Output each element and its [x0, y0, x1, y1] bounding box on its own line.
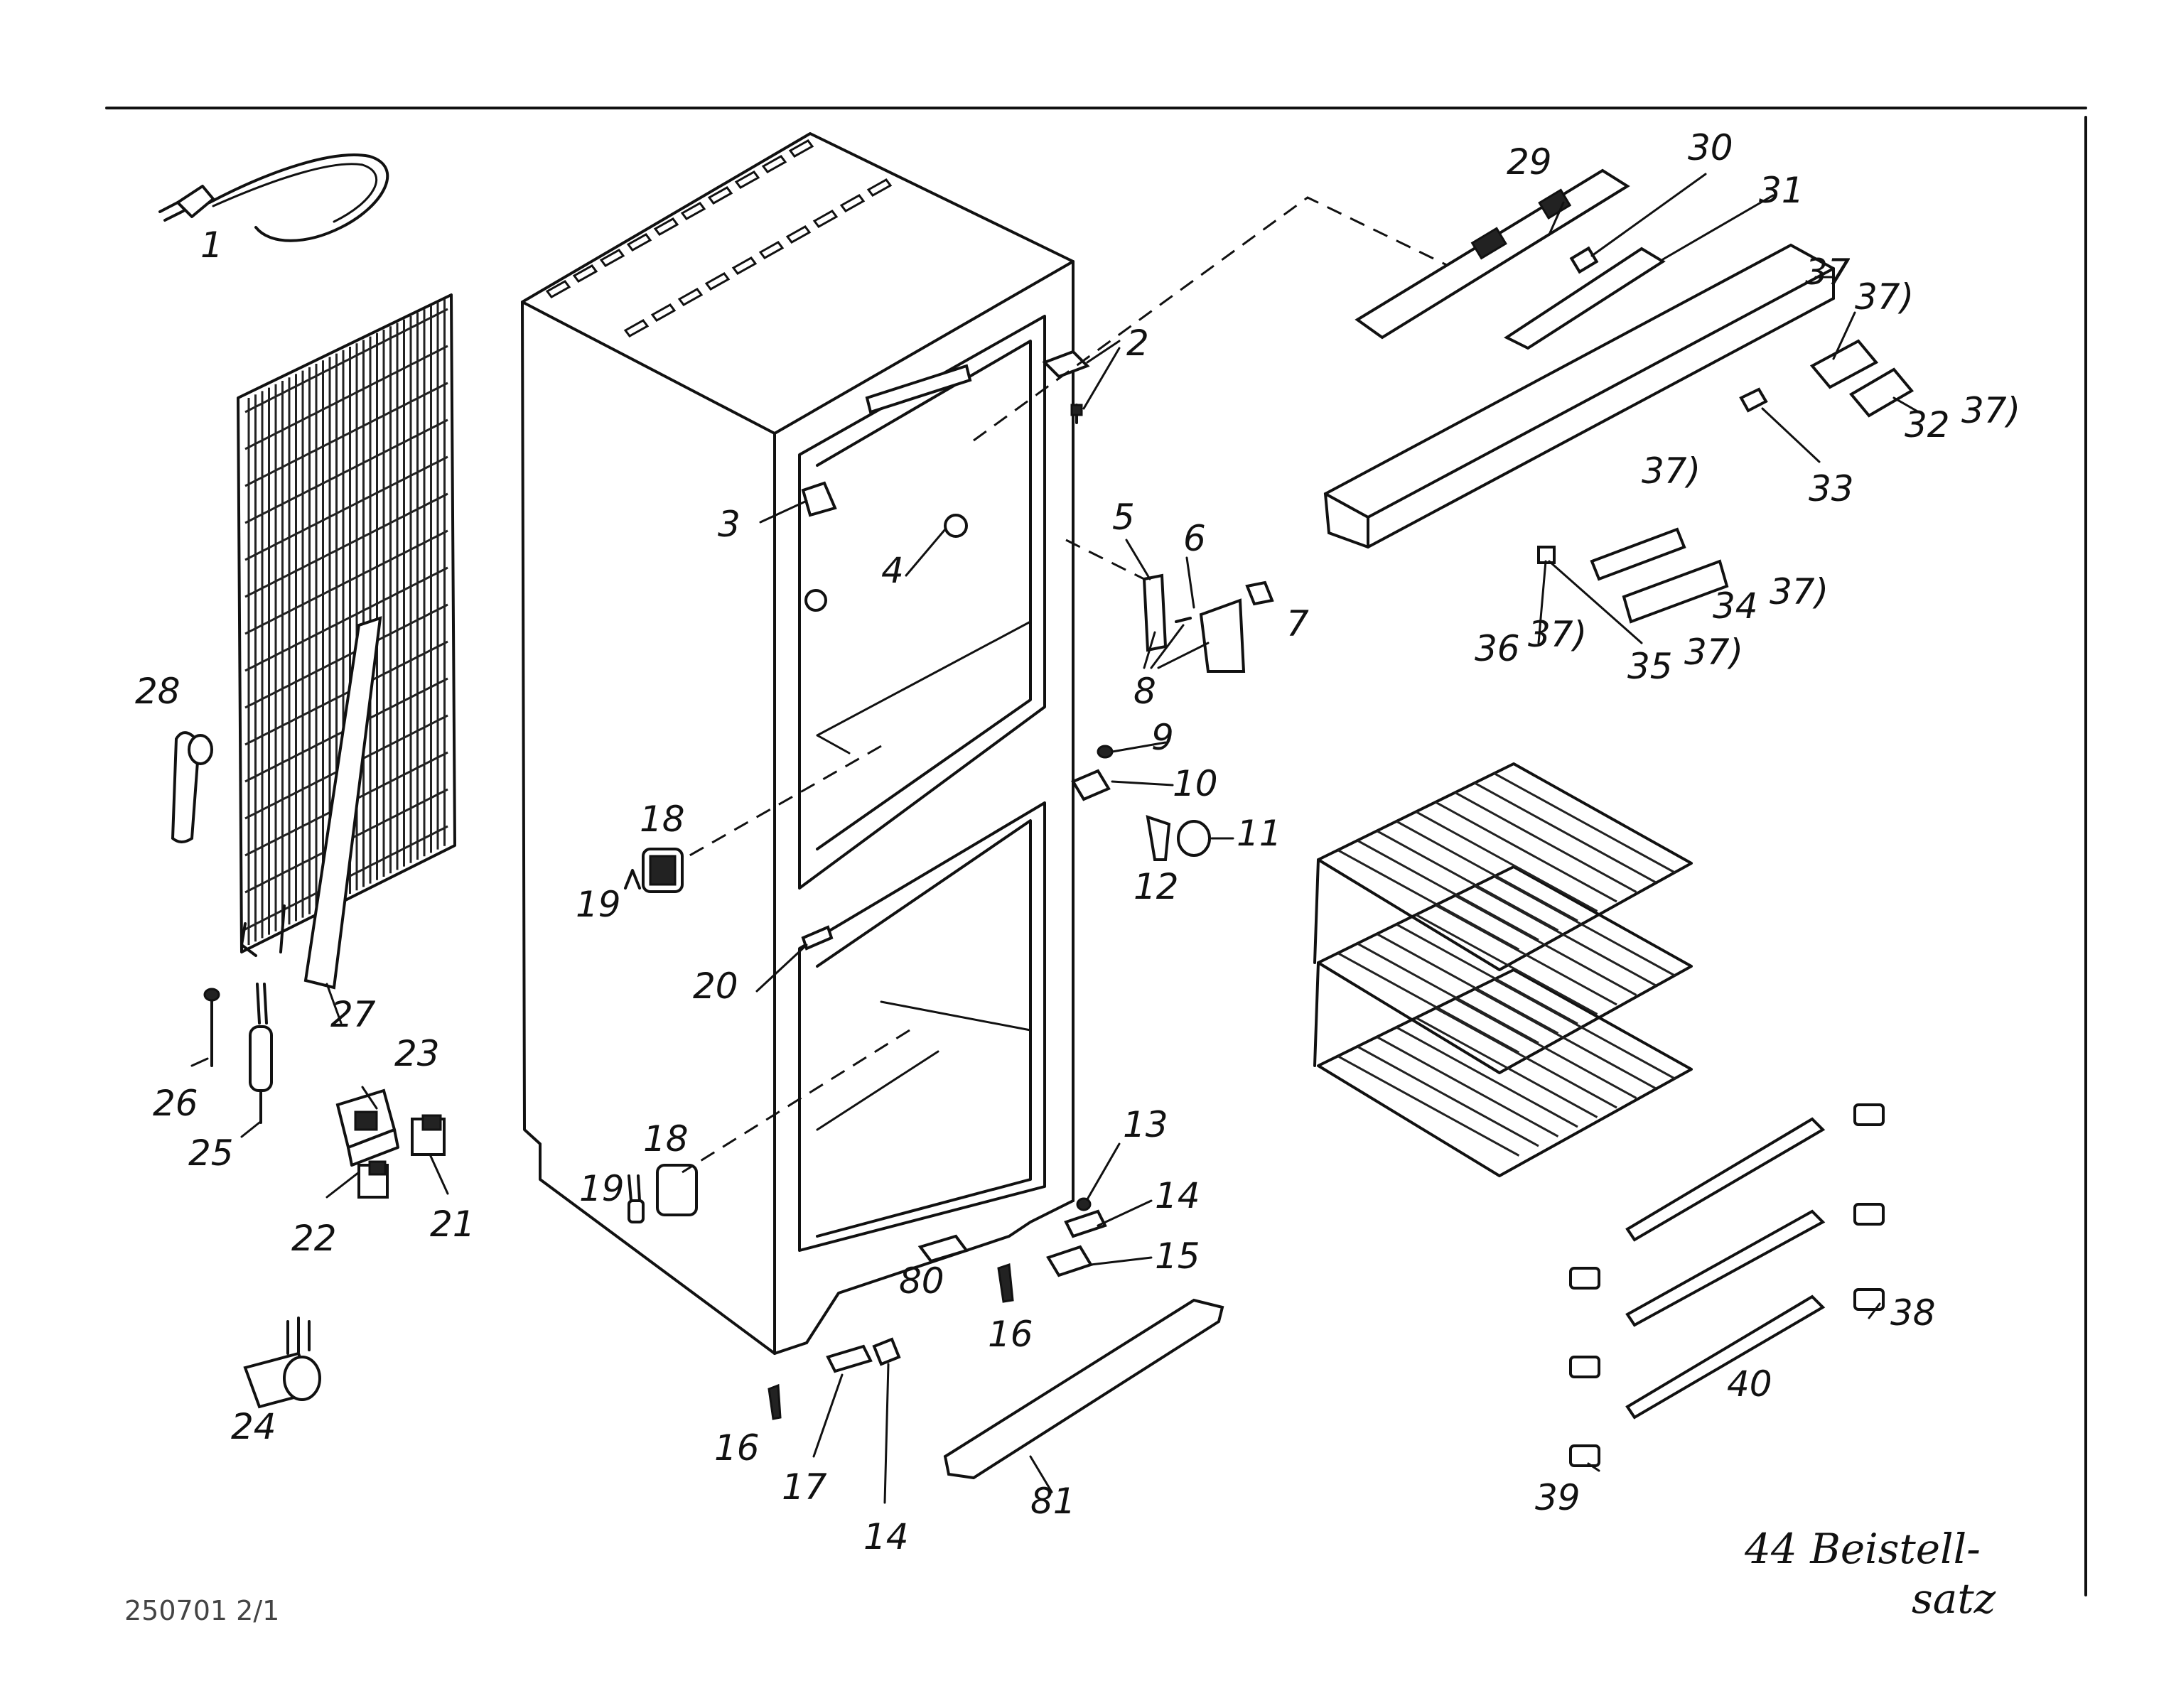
label-37a: 37) — [1855, 276, 1914, 318]
label-28: 28 — [135, 671, 181, 712]
label-23: 23 — [394, 1033, 440, 1074]
label-19b: 19 — [579, 1168, 625, 1209]
label-14b: 14 — [863, 1516, 909, 1557]
label-38: 38 — [1890, 1292, 1936, 1334]
label-27: 27 — [330, 994, 376, 1035]
label-80: 80 — [899, 1260, 944, 1302]
label-10: 10 — [1173, 763, 1218, 804]
cabinet-body — [521, 132, 1075, 1355]
hinge-parts — [801, 350, 1111, 1373]
label-1: 1 — [200, 225, 223, 266]
label-18b: 18 — [643, 1118, 689, 1160]
label-37c: 37) — [1642, 450, 1701, 492]
label-19a: 19 — [576, 884, 621, 925]
label-16a: 16 — [988, 1314, 1033, 1355]
label-31: 31 — [1759, 170, 1804, 211]
label-17: 17 — [782, 1466, 827, 1508]
frame-lines — [105, 107, 2087, 1596]
note-line-1: 44 Beistell- — [1744, 1525, 1981, 1573]
sensor-parts — [203, 983, 273, 1124]
label-18a: 18 — [640, 799, 685, 840]
wire-shelves — [1313, 762, 1693, 1177]
label-16b: 16 — [714, 1427, 760, 1469]
lamp-parts — [624, 848, 834, 1223]
label-25: 25 — [188, 1133, 234, 1174]
label-81: 81 — [1030, 1481, 1076, 1522]
label-13: 13 — [1123, 1104, 1168, 1145]
accessory-note: 44 Beistell- satz — [1744, 1525, 1996, 1623]
hose-part — [171, 731, 213, 843]
drain-tube-part — [303, 616, 382, 990]
label-8: 8 — [1133, 671, 1156, 712]
part-labels: 1 2 3 4 5 6 7 8 9 10 11 12 13 14 15 16 1… — [135, 127, 2020, 1557]
label-21: 21 — [430, 1204, 475, 1245]
label-35: 35 — [1627, 646, 1673, 687]
label-37d: 37) — [1770, 571, 1829, 612]
document-code: 250701 2/1 — [124, 1595, 279, 1626]
label-4: 4 — [881, 550, 904, 591]
label-11: 11 — [1237, 813, 1282, 854]
label-26: 26 — [153, 1083, 198, 1124]
transformer-part — [243, 1317, 321, 1409]
label-24: 24 — [231, 1406, 276, 1447]
label-14a: 14 — [1155, 1175, 1200, 1216]
label-34: 34 — [1713, 585, 1758, 627]
note-line-2: satz — [1912, 1574, 1996, 1623]
power-cord-part — [158, 153, 389, 242]
label-37b: 37) — [1961, 390, 2020, 431]
label-12: 12 — [1133, 866, 1179, 907]
label-36: 36 — [1475, 628, 1520, 669]
label-6: 6 — [1183, 518, 1206, 559]
label-7: 7 — [1286, 603, 1309, 644]
label-37: 37 — [1805, 252, 1851, 293]
label-30: 30 — [1688, 127, 1733, 168]
label-29: 29 — [1507, 141, 1552, 183]
rails-and-clips — [1569, 1103, 1885, 1467]
label-22: 22 — [291, 1218, 337, 1259]
label-2: 2 — [1126, 323, 1149, 364]
label-33: 33 — [1809, 468, 1854, 509]
leader-dashed-lines — [682, 196, 1450, 1174]
small-parts — [768, 514, 1211, 1420]
leader-lines — [190, 173, 1920, 1504]
relay-parts — [335, 1088, 446, 1199]
base-parts — [917, 1234, 1224, 1480]
handle-parts — [1142, 573, 1274, 673]
label-15: 15 — [1155, 1236, 1200, 1277]
label-32: 32 — [1905, 404, 1950, 445]
label-3: 3 — [718, 504, 741, 545]
label-9: 9 — [1151, 717, 1174, 758]
control-panel-parts — [1323, 168, 1915, 624]
label-20: 20 — [693, 966, 738, 1007]
label-39: 39 — [1535, 1477, 1580, 1518]
label-40: 40 — [1727, 1363, 1772, 1405]
label-5: 5 — [1112, 497, 1135, 538]
label-37e: 37) — [1528, 614, 1587, 655]
label-37f: 37) — [1684, 632, 1743, 673]
